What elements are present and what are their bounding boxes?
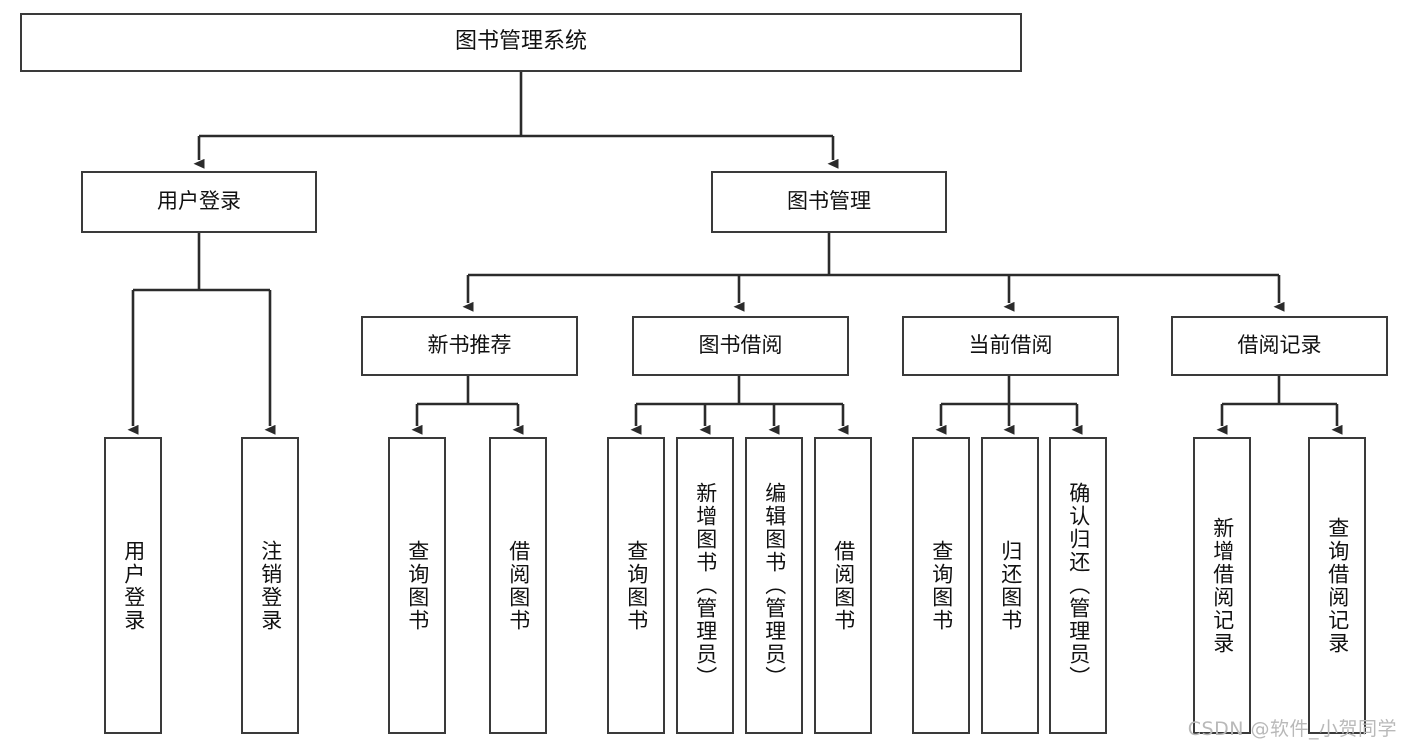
node-new-book-rec-label: 新书推荐 (427, 333, 512, 358)
node-root-label: 图书管理系统 (454, 29, 587, 55)
node-leaf-add-record[interactable]: 新增借阅记录 (1193, 437, 1251, 734)
node-leaf-borrow-book-1-label: 借阅图书 (506, 539, 531, 632)
node-leaf-add-book[interactable]: 新增图书（管理员） (676, 437, 734, 734)
node-leaf-query-record-label: 查询借阅记录 (1325, 516, 1350, 655)
node-borrow-record[interactable]: 借阅记录 (1171, 316, 1388, 376)
node-leaf-query-book-2[interactable]: 查询图书 (607, 437, 665, 734)
node-book-manage[interactable]: 图书管理 (711, 171, 947, 233)
node-leaf-add-record-label: 新增借阅记录 (1210, 516, 1235, 655)
node-user-login-label: 用户登录 (157, 189, 241, 214)
node-leaf-return-book[interactable]: 归还图书 (981, 437, 1039, 734)
node-book-borrow[interactable]: 图书借阅 (632, 316, 849, 376)
node-leaf-query-book-1[interactable]: 查询图书 (388, 437, 446, 734)
node-leaf-edit-book-label: 编辑图书（管理员） (762, 482, 787, 689)
node-book-manage-label: 图书管理 (787, 189, 871, 214)
node-book-borrow-label: 图书借阅 (698, 333, 783, 358)
node-leaf-borrow-book-1[interactable]: 借阅图书 (489, 437, 547, 734)
node-leaf-return-book-label: 归还图书 (998, 539, 1023, 632)
node-leaf-logout[interactable]: 注销登录 (241, 437, 299, 734)
node-leaf-borrow-book-2[interactable]: 借阅图书 (814, 437, 872, 734)
node-leaf-user-login[interactable]: 用户登录 (104, 437, 162, 734)
node-leaf-query-record[interactable]: 查询借阅记录 (1308, 437, 1366, 734)
node-borrow-record-label: 借阅记录 (1237, 333, 1322, 358)
node-leaf-query-book-3-label: 查询图书 (929, 539, 954, 632)
node-leaf-user-login-label: 用户登录 (121, 539, 146, 632)
node-leaf-query-book-3[interactable]: 查询图书 (912, 437, 970, 734)
node-leaf-confirm-return-label: 确认归还（管理员） (1066, 482, 1091, 689)
node-current-borrow[interactable]: 当前借阅 (902, 316, 1119, 376)
node-leaf-edit-book[interactable]: 编辑图书（管理员） (745, 437, 803, 734)
node-leaf-query-book-1-label: 查询图书 (405, 539, 430, 632)
csdn-watermark: CSDN @软件_小贺同学 (1187, 718, 1397, 740)
node-leaf-logout-label: 注销登录 (258, 539, 283, 632)
node-current-borrow-label: 当前借阅 (968, 333, 1053, 358)
node-user-login[interactable]: 用户登录 (81, 171, 317, 233)
node-leaf-confirm-return[interactable]: 确认归还（管理员） (1049, 437, 1107, 734)
node-leaf-add-book-label: 新增图书（管理员） (693, 482, 718, 689)
node-leaf-query-book-2-label: 查询图书 (624, 539, 649, 632)
node-leaf-borrow-book-2-label: 借阅图书 (831, 539, 856, 632)
node-root[interactable]: 图书管理系统 (20, 13, 1022, 72)
node-new-book-rec[interactable]: 新书推荐 (361, 316, 578, 376)
